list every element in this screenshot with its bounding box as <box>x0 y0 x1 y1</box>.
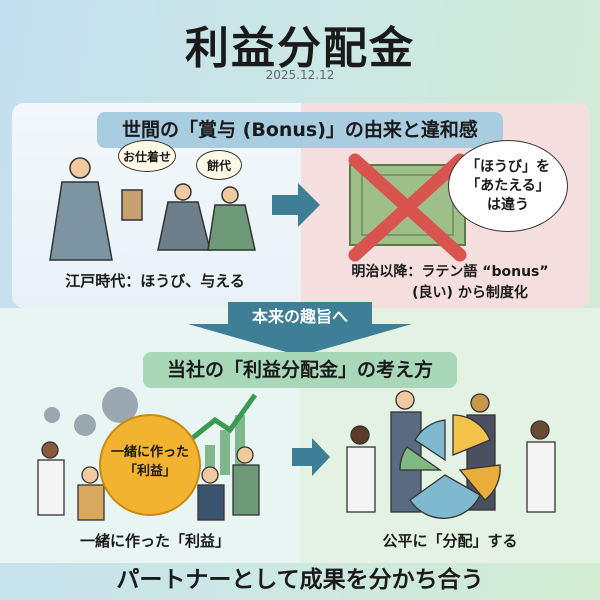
money-cross-illustration <box>348 153 467 262</box>
meiji-caption: 明治以降：ラテン語 “bonus” (良い) から制度化 <box>320 262 580 304</box>
thought-line: 「あたえる」 <box>466 177 550 194</box>
company-policy-panel <box>0 308 600 563</box>
cross-icon <box>348 153 467 262</box>
profit-ball-label: 一緒に作った 「利益」 <box>100 443 200 481</box>
edo-samurai-illustration <box>49 157 256 261</box>
edo-caption: 江戸時代：ほうび、与える <box>65 272 245 290</box>
meiji-caption-line: (良い) から制度化 <box>412 285 528 301</box>
thought-line: 「ほうび」を <box>466 158 550 175</box>
transition-arrow <box>188 302 412 356</box>
growth-chart-icon <box>188 393 258 475</box>
arrow-right-icon <box>292 438 330 476</box>
left-caption: 一緒に作った「利益」 <box>79 532 230 550</box>
profit-ball <box>99 414 201 516</box>
speech-bubble-oshikise: お仕着せ <box>118 140 176 172</box>
page-title: 利益分配金 <box>185 23 415 74</box>
thought-bubble: 「ほうび」を 「あたえる」 は違う <box>448 140 568 232</box>
right-caption: 公平に「分配」する <box>382 532 518 550</box>
arrow-right-icon <box>272 183 320 227</box>
date: 2025.12.12 <box>265 68 335 82</box>
footer-slogan: パートナーとして成果を分かち合う <box>116 567 484 593</box>
speech-bubble-mochidai: 餅代 <box>196 150 242 180</box>
section1-heading: 世間の「賞与 (Bonus)」の由来と違和感 <box>97 112 503 148</box>
pie-chart-pieces <box>399 414 501 519</box>
gear-icon <box>44 387 138 436</box>
meiji-caption-line: 明治以降：ラテン語 “bonus” <box>351 264 549 280</box>
transition-label: 本来の趣旨へ <box>251 307 348 326</box>
section2-heading: 当社の「利益分配金」の考え方 <box>143 352 457 388</box>
samurai-figure <box>49 157 256 261</box>
ball-line: 一緒に作った <box>110 445 189 460</box>
ball-line: 「利益」 <box>123 464 176 479</box>
fair-distribution-illustration <box>346 390 556 519</box>
thought-line: は違う <box>487 196 529 213</box>
teamwork-illustration <box>37 387 260 521</box>
